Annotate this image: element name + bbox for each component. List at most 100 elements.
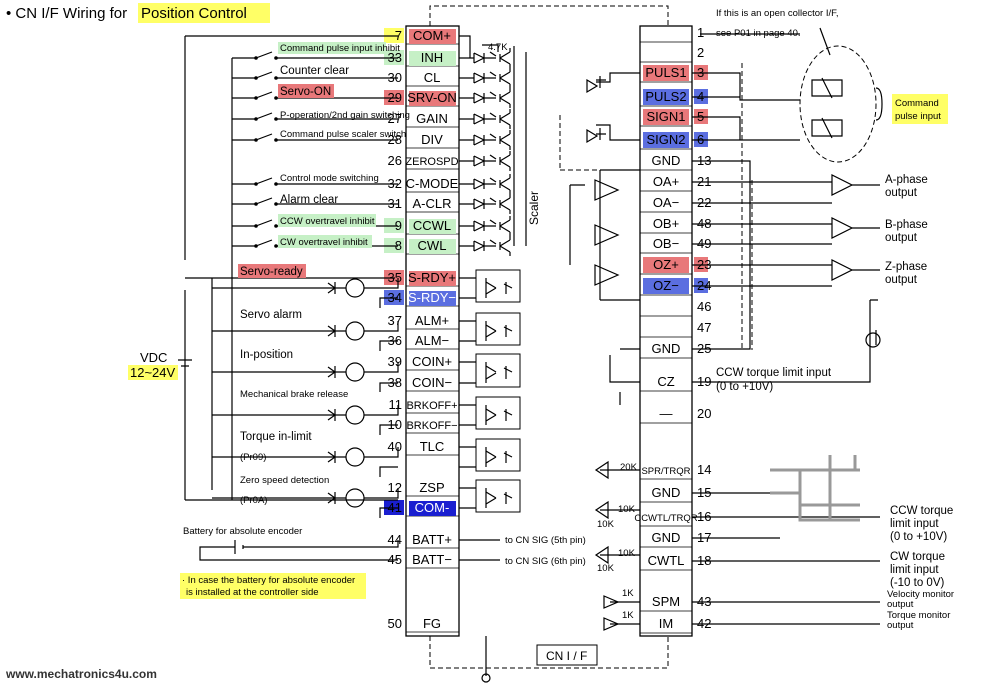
pin-number: 7 — [395, 28, 402, 43]
right-wire-1 — [692, 116, 800, 141]
output-wire — [212, 321, 399, 332]
relay-coil-icon — [345, 488, 365, 508]
div-label: Command pulse scaler switch — [280, 129, 406, 140]
input-opto-icon — [459, 174, 511, 194]
output-wire — [212, 362, 399, 373]
note-line2: is installed at the controller side — [186, 587, 319, 598]
switch-contact — [254, 76, 258, 80]
a-phase-line1: A-phase — [885, 174, 928, 186]
servo-on-bg — [278, 84, 334, 98]
switch-contact — [254, 202, 258, 206]
b-phase-line2: output — [885, 232, 918, 244]
right-wire-12 — [596, 72, 640, 141]
switch-wire — [232, 112, 398, 120]
pin-name: BRKOFF+ — [406, 400, 457, 412]
right-wire-8 — [594, 179, 620, 286]
enclosure-top — [429, 5, 669, 26]
pin-name: A-CLR — [412, 196, 451, 211]
switch-contact — [254, 117, 258, 121]
opto-transistor — [459, 320, 513, 342]
pin-name: ALM+ — [415, 313, 449, 328]
vdc-range-bg — [128, 365, 178, 380]
switch-contact — [254, 138, 258, 142]
r1k-b-label: 1K — [622, 610, 634, 621]
cw-inhibit-bg — [278, 235, 372, 248]
torq-mon-l2: output — [887, 620, 914, 631]
right-wire-5 — [620, 160, 751, 350]
right-pin-2: 2 — [640, 45, 704, 63]
pin-number: 40 — [388, 439, 402, 454]
pin-number: 44 — [388, 532, 402, 547]
servo-ready-bg — [238, 264, 306, 278]
vel-mon-l2: output — [887, 599, 914, 610]
pin-name-bg — [409, 239, 456, 254]
com-plus-bus — [184, 35, 398, 260]
right-pin-list: 123PULS14PULS25SIGN16SIGN213GND21OA+22OA… — [634, 25, 711, 634]
pin-number: 37 — [388, 313, 402, 328]
opto-transistor — [459, 404, 513, 426]
right-wire-2 — [692, 181, 832, 287]
pr09-label: (Pr09) — [240, 452, 266, 463]
pin-name-bg — [409, 91, 456, 106]
left-optocouplers — [459, 35, 527, 513]
pin-name-bg — [409, 51, 456, 66]
cw-torque-l2: limit input — [890, 564, 939, 576]
output-opto-icon — [475, 479, 521, 513]
cn-sig6-label: to CN SIG (6th pin) — [505, 556, 586, 567]
relay-coil-icon — [345, 278, 365, 298]
switch-contact — [254, 244, 258, 248]
pin-name-bg — [643, 65, 689, 81]
gray-pot-wiring — [770, 455, 860, 522]
pin-name-bg — [643, 132, 689, 148]
output-opto-icon — [475, 353, 521, 388]
in-position-label: In-position — [240, 349, 293, 361]
pin-name-bg — [409, 291, 456, 306]
pin-name: OZ+ — [653, 257, 679, 272]
opto-transistor — [459, 487, 513, 509]
right-pin-47: 47 — [640, 320, 711, 338]
relay-coil-icon — [345, 405, 365, 425]
pin-name: OA− — [653, 195, 679, 210]
left-pin-40: 40 TLC — [388, 439, 459, 456]
cn-sig5-label: to CN SIG (5th pin) — [505, 535, 586, 546]
output-opto-icon — [475, 269, 521, 303]
right-wire-7 — [569, 169, 640, 301]
diode-icon — [322, 366, 376, 378]
diode-icon — [322, 282, 376, 294]
right-wire-3 — [831, 174, 854, 281]
input-opto-icon — [459, 109, 511, 129]
output-opto-icon — [475, 438, 521, 472]
relay-coil-icon — [345, 447, 365, 467]
input-opto-icon — [459, 88, 511, 108]
pin-name: PULS2 — [645, 89, 686, 104]
pin-name-bg — [409, 29, 456, 44]
pin-name: — — [660, 406, 673, 421]
pin-name: TLC — [420, 439, 445, 454]
pin-number: 20 — [697, 406, 711, 421]
output-return — [379, 507, 398, 518]
scaler-label: Scaler — [527, 191, 541, 225]
servo-on-label: Servo-ON — [280, 86, 331, 98]
diode-icon — [322, 492, 376, 504]
pin-name: FG — [423, 616, 441, 631]
diode-icon — [322, 325, 376, 337]
open-collector-line1: If this is an open collector I/F, — [716, 8, 839, 19]
pin-name: CCWTL/TRQR — [634, 513, 697, 524]
right-wire-6 — [692, 299, 878, 383]
pin-name: OB− — [653, 236, 679, 251]
pin-name: CWTL — [648, 553, 685, 568]
pin-name: GND — [652, 485, 681, 500]
right-wire-4 — [852, 184, 880, 271]
vdc-range: 12~24V — [130, 365, 176, 380]
pin-name: SIGN1 — [646, 109, 685, 124]
pin-name: ALM− — [415, 333, 449, 348]
